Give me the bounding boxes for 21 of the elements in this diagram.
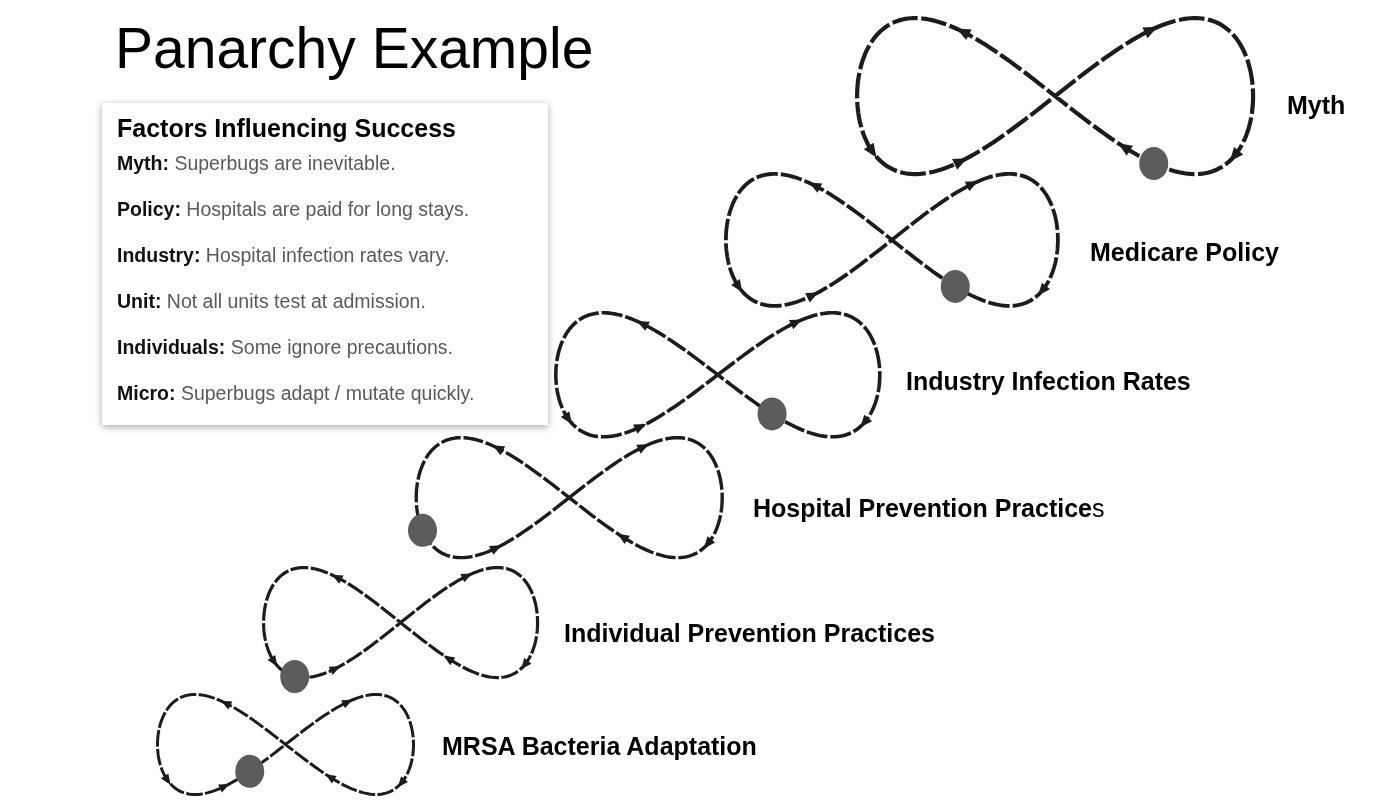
factor-text: Industry: Hospital infection rates vary. <box>117 243 450 267</box>
page-title: Panarchy Example <box>115 15 594 82</box>
factor-text: Policy: Hospitals are paid for long stays. <box>117 197 470 221</box>
level-label: Hospital Prevention Practices <box>753 493 1105 523</box>
level-label: MRSA Bacteria Adaptation <box>442 731 757 761</box>
factor-text: Unit: Not all units test at admission. <box>117 289 426 313</box>
factor-text: Myth: Superbugs are inevitable. <box>117 151 396 175</box>
infinity-loop <box>854 15 1256 180</box>
factor-text: Micro: Superbugs adapt / mutate quickly. <box>117 381 475 405</box>
level-label: Individual Prevention Practices <box>564 618 935 648</box>
infinity-loop <box>554 311 882 439</box>
card-heading: Factors Influencing Success <box>117 113 456 144</box>
level-label: Medicare Policy <box>1090 237 1279 267</box>
info-card <box>102 103 548 425</box>
factor-text: Individuals: Some ignore precautions. <box>117 335 453 359</box>
infinity-loop <box>155 692 415 796</box>
level-label: Myth <box>1287 90 1346 120</box>
level-label: Industry Infection Rates <box>906 366 1191 396</box>
infinity-loop <box>724 172 1060 308</box>
infinity-loop <box>262 566 540 694</box>
infinity-loop <box>407 436 724 560</box>
